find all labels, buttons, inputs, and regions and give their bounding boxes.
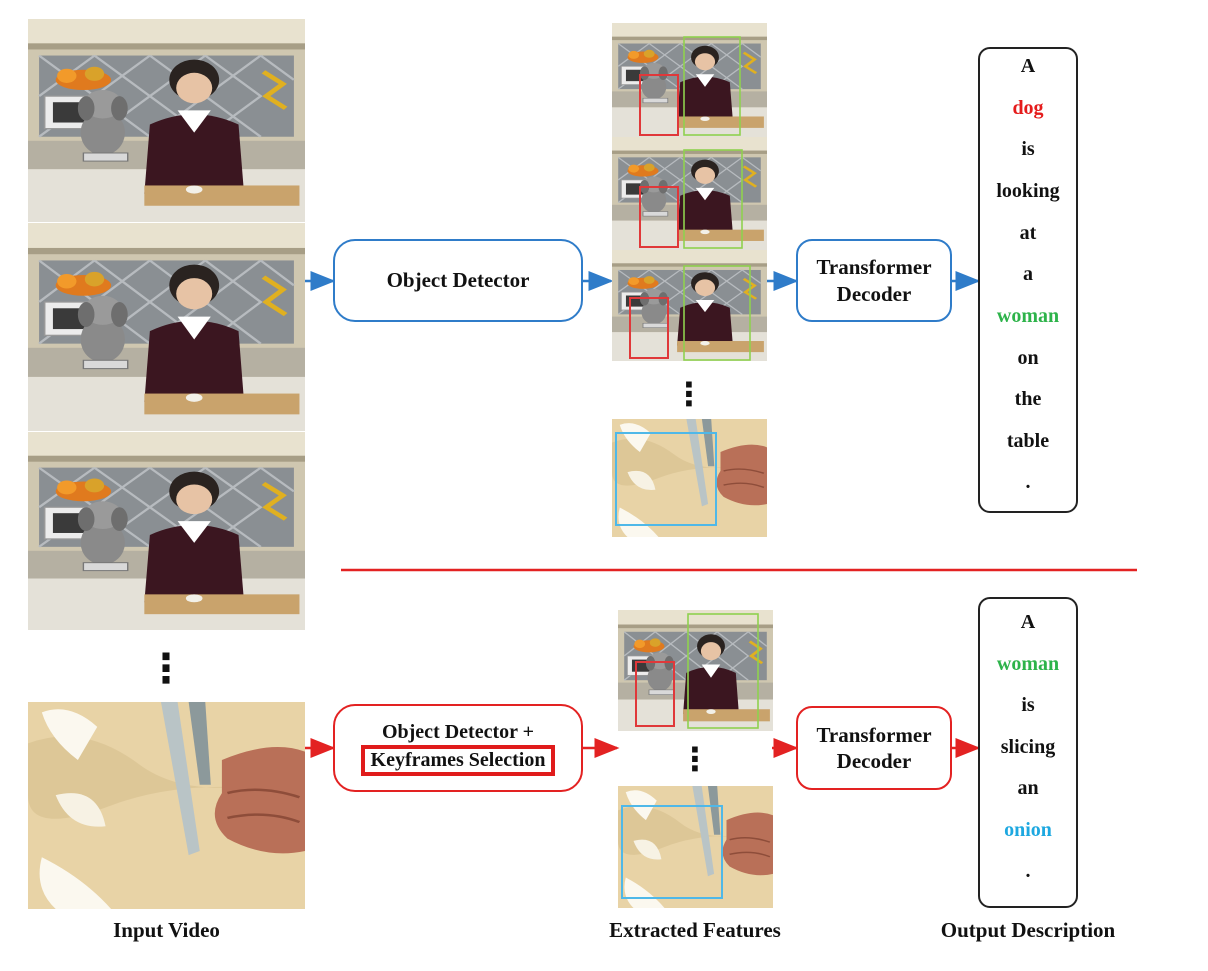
output-word: an [1017,777,1039,799]
output-word: is [1021,138,1035,160]
input-video-frame-2 [28,223,305,431]
output-word: A [1020,55,1036,77]
dog-detection-box [639,186,679,248]
woman-detection-box [687,613,759,729]
caption-output-description: Output Description [940,918,1116,942]
caption-input-video: Input Video [113,918,220,942]
decoder-label-line2: Decoder [836,749,912,773]
top-features-ellipsis: ⋮ [673,375,705,413]
decoder-label-line1: Transformer [816,255,932,280]
keyframes-selection-highlight: Keyframes Selection [360,745,556,776]
woman-detection-box [683,36,741,136]
output-word-onion: onion [1004,819,1052,841]
decoder-label-line1: Transformer [816,722,932,747]
output-word-period: . [1025,471,1031,493]
bottom-features-ellipsis: ⋮ [679,740,711,778]
object-detector-box: Object Detector [333,239,583,322]
transformer-decoder-box-top: Transformer Decoder [796,239,952,322]
dog-detection-box [629,297,669,359]
woman-detection-box [683,149,743,249]
output-word: is [1021,694,1035,716]
keyframe-detector-box: Object Detector + Keyframes Selection [333,704,583,792]
output-word: at [1019,222,1037,244]
output-description-bottom: A woman is slicing an onion . [978,597,1078,908]
top-feature-frame-2 [612,137,767,250]
dog-detection-box [635,661,675,727]
input-ellipsis: ⋮ [146,646,186,692]
input-video-frame-1 [28,19,305,222]
output-word: a [1023,263,1033,285]
output-word-woman: woman [996,653,1060,675]
output-word: A [1020,611,1036,633]
dog-detection-box [639,74,679,136]
woman-detection-box [683,265,751,361]
bottom-feature-frame-1 [618,610,773,731]
onion-detection-box [621,805,723,899]
output-word: looking [996,180,1060,202]
output-word: table [1006,430,1050,452]
output-word: slicing [1000,736,1056,758]
decoder-label-line2: Decoder [836,281,912,306]
output-word-period: . [1025,860,1031,882]
top-feature-frame-1 [612,23,767,137]
object-detector-label: Object Detector [386,268,530,293]
bottom-feature-frame-closeup [618,786,773,908]
output-description-top: A dog is looking at a woman on the table… [978,47,1078,513]
output-word: the [1014,388,1042,410]
output-word-dog: dog [1012,97,1044,119]
output-word: on [1017,347,1039,369]
caption-extracted-features: Extracted Features [609,918,781,942]
output-word-woman: woman [996,305,1060,327]
top-feature-frame-closeup [612,419,767,537]
top-feature-frame-3 [612,250,767,361]
input-video-frame-closeup [28,702,305,909]
keyframe-detector-label-line1: Object Detector + [381,721,535,743]
input-video-frame-3 [28,432,305,630]
transformer-decoder-box-bottom: Transformer Decoder [796,706,952,790]
onion-detection-box [615,432,717,526]
